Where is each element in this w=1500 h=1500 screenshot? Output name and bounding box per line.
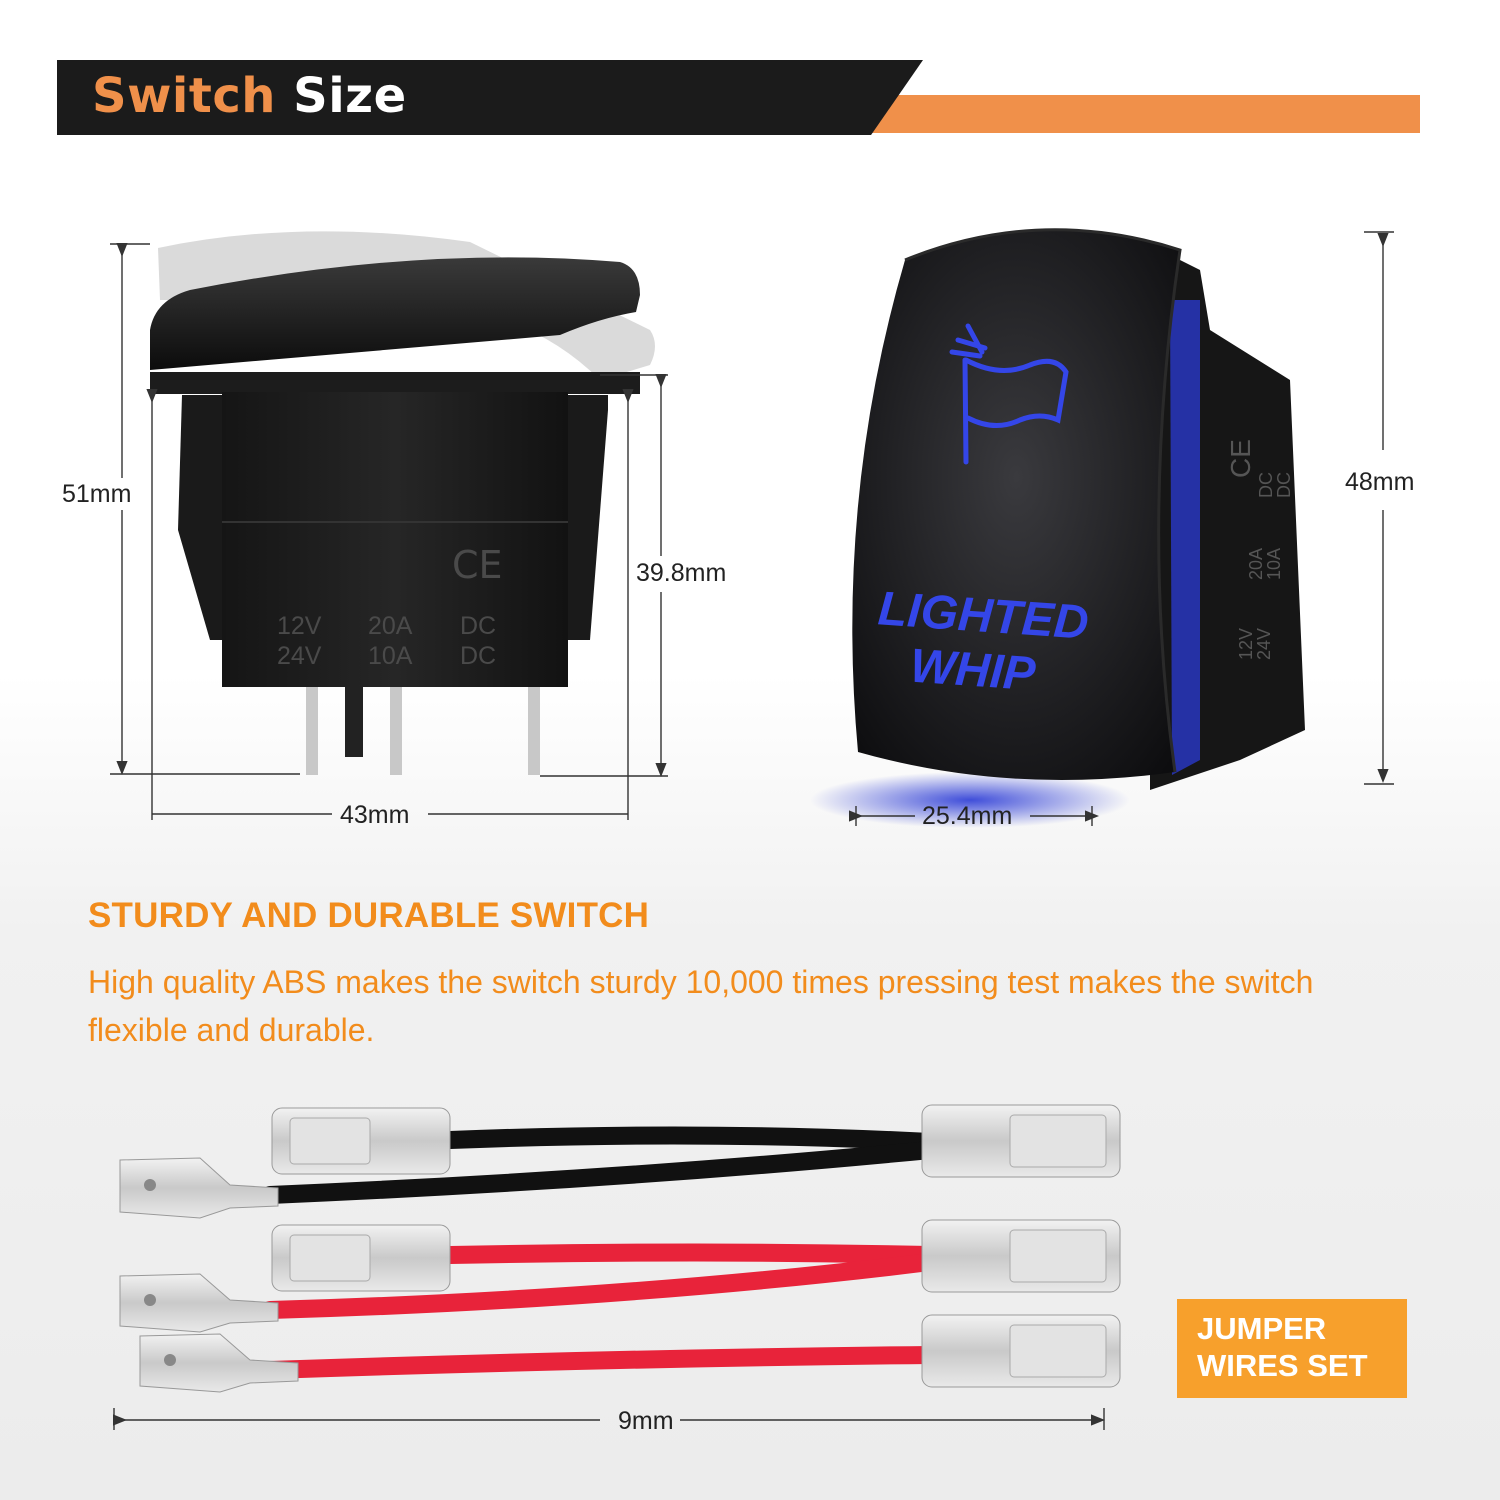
switch-front-view	[810, 228, 1305, 828]
male-terminal-1	[119, 1157, 279, 1219]
badge-line-2: WIRES SET	[1197, 1348, 1368, 1383]
male-terminal-2	[119, 1273, 279, 1333]
front-rating-12v: 12V	[1236, 628, 1256, 660]
banner-title-word-size: Size	[293, 68, 407, 124]
jumper-wires-badge: JUMPER WIRES SET	[1177, 1299, 1407, 1398]
side-rating-dc1: DC	[460, 612, 496, 640]
dimension-label-39-8mm: 39.8mm	[636, 559, 727, 587]
side-rating-24v: 24V	[277, 642, 322, 670]
dimension-label-25-4mm: 25.4mm	[922, 802, 1013, 830]
side-ce-mark: CE	[452, 543, 503, 587]
front-label-line2: WHIP	[908, 640, 1038, 702]
switch-side-view	[150, 231, 655, 775]
dimension-label-48mm: 48mm	[1345, 468, 1415, 496]
female-terminal-right-2	[921, 1219, 1121, 1293]
section-body-text: High quality ABS makes the switch sturdy…	[88, 964, 1314, 1048]
female-terminal-right-1	[921, 1104, 1121, 1178]
side-rating-dc2: DC	[460, 642, 496, 670]
male-terminal-3	[139, 1333, 299, 1393]
dimension-label-43mm: 43mm	[340, 801, 410, 829]
banner-background	[57, 60, 923, 135]
side-rating-12v: 12V	[277, 612, 322, 640]
front-rating-dc1: DC	[1256, 472, 1276, 498]
female-terminal-left-1	[271, 1107, 451, 1175]
front-dimension-lines	[849, 231, 1394, 826]
female-terminal-right-3	[921, 1314, 1121, 1388]
front-rating-10a: 10A	[1264, 548, 1284, 580]
banner-title-word-switch: Switch	[92, 68, 276, 124]
side-dimension-lines	[110, 243, 668, 820]
badge-line-1: JUMPER	[1197, 1311, 1327, 1346]
front-rating-24v: 24V	[1254, 628, 1274, 660]
front-rating-dc2: DC	[1274, 472, 1294, 498]
section-heading: STURDY AND DURABLE SWITCH	[88, 896, 650, 935]
jumper-wires	[119, 1104, 1121, 1393]
side-rating-10a: 10A	[368, 642, 413, 670]
female-terminal-left-2	[271, 1224, 451, 1292]
banner-accent-bar	[860, 95, 1420, 133]
wire-dimension-line	[113, 1408, 1105, 1430]
front-rating-20a: 20A	[1246, 548, 1266, 580]
side-rating-20a: 20A	[368, 612, 413, 640]
front-ce-mark: CE	[1225, 439, 1256, 478]
banner-title: Switch Size	[92, 64, 407, 128]
dimension-label-9mm: 9mm	[618, 1407, 674, 1435]
whip-flag-icon	[949, 323, 1069, 465]
dimension-label-51mm: 51mm	[62, 480, 132, 508]
